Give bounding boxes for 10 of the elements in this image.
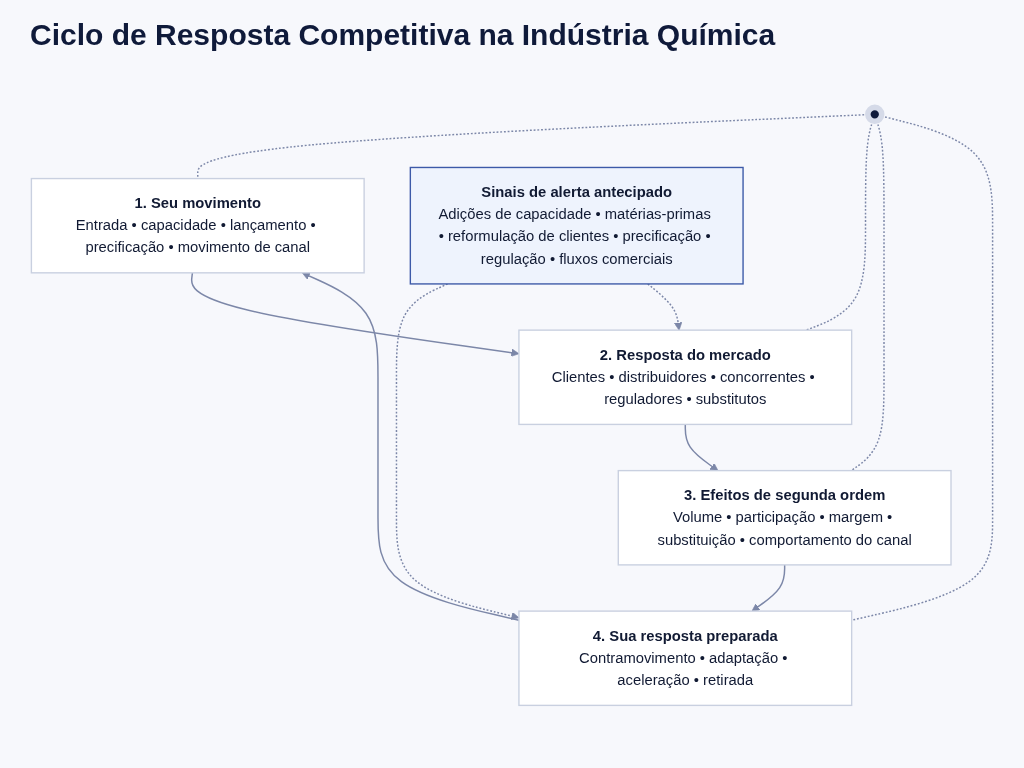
node-box: 1. Seu movimento Entrada • capacidade • lançamento • precificação • movimento de canal [30,177,365,274]
arrow [684,423,719,471]
node-circle [865,104,885,124]
node-box: Sinais de alerta antecipado Adições de capacidade • matérias-primas • reformulação de clientes • precificação • regulação • fluxos comerciais [409,166,744,285]
node-box: 3. Efeitos de segunda ordem Volume • participação • margem • substituição • comportamento do canal [617,469,952,566]
diagram-title: Ciclo de Resposta Competitiva na Indústria Química [30,18,777,52]
arrow [751,563,786,612]
connector [850,114,994,621]
node-box: 4. Sua resposta preparada Contramovimento • adaptação • aceleração • retirada [518,610,853,706]
node-box: 2. Resposta do mercado Clientes • distribuidores • concorrentes • reguladores • substitutos [518,329,853,425]
